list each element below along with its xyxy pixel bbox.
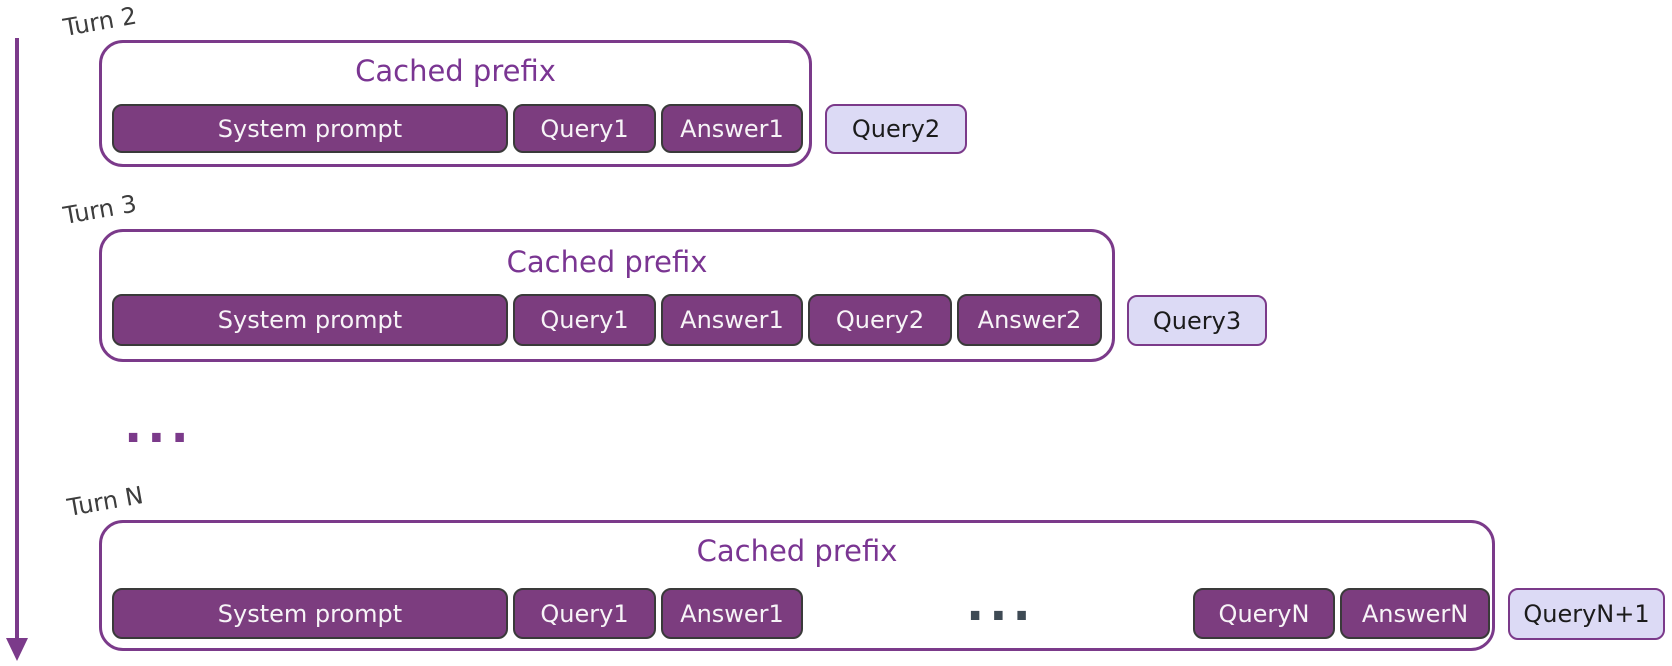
cached-block-answerN: AnswerN: [1340, 588, 1490, 639]
cached-prefix-title: Cached prefix: [506, 245, 708, 279]
turn-label-turn3: Turn 3: [61, 189, 139, 230]
new-query-block-query3: Query3: [1127, 295, 1267, 346]
cached-block-query1: Query1: [513, 588, 656, 639]
cached-block-queryN: QueryN: [1193, 588, 1335, 639]
cached-block-system-prompt: System prompt: [112, 294, 508, 346]
cached-block-query1: Query1: [513, 294, 656, 346]
cached-block-answer1: Answer1: [661, 588, 803, 639]
cached-prefix-title: Cached prefix: [696, 534, 898, 568]
cached-block-answer1: Answer1: [661, 294, 803, 346]
turn-label-turn2: Turn 2: [61, 1, 139, 42]
within-prefix-ellipsis: ...: [966, 576, 1036, 632]
cached-prefix-container-turnN: Cached prefix: [99, 520, 1495, 651]
new-query-block-query2: Query2: [825, 104, 967, 154]
cached-prefix-container-turn2: Cached prefix: [99, 40, 812, 167]
turns-timeline-arrow-head-icon: [6, 638, 28, 661]
cached-block-system-prompt: System prompt: [112, 588, 508, 639]
cached-block-answer1: Answer1: [661, 104, 803, 153]
cached-block-system-prompt: System prompt: [112, 104, 508, 153]
between-turns-ellipsis: ...: [124, 398, 194, 454]
cached-block-query1: Query1: [513, 104, 656, 153]
cached-prefix-title: Cached prefix: [355, 54, 556, 88]
new-query-block-queryN+1: QueryN+1: [1508, 588, 1665, 640]
cached-block-query2: Query2: [808, 294, 952, 346]
turn-label-turnN: Turn N: [65, 481, 146, 522]
turns-timeline-arrow-line: [15, 38, 19, 640]
cached-block-answer2: Answer2: [957, 294, 1102, 346]
cached-prefix-container-turn3: Cached prefix: [99, 229, 1115, 362]
